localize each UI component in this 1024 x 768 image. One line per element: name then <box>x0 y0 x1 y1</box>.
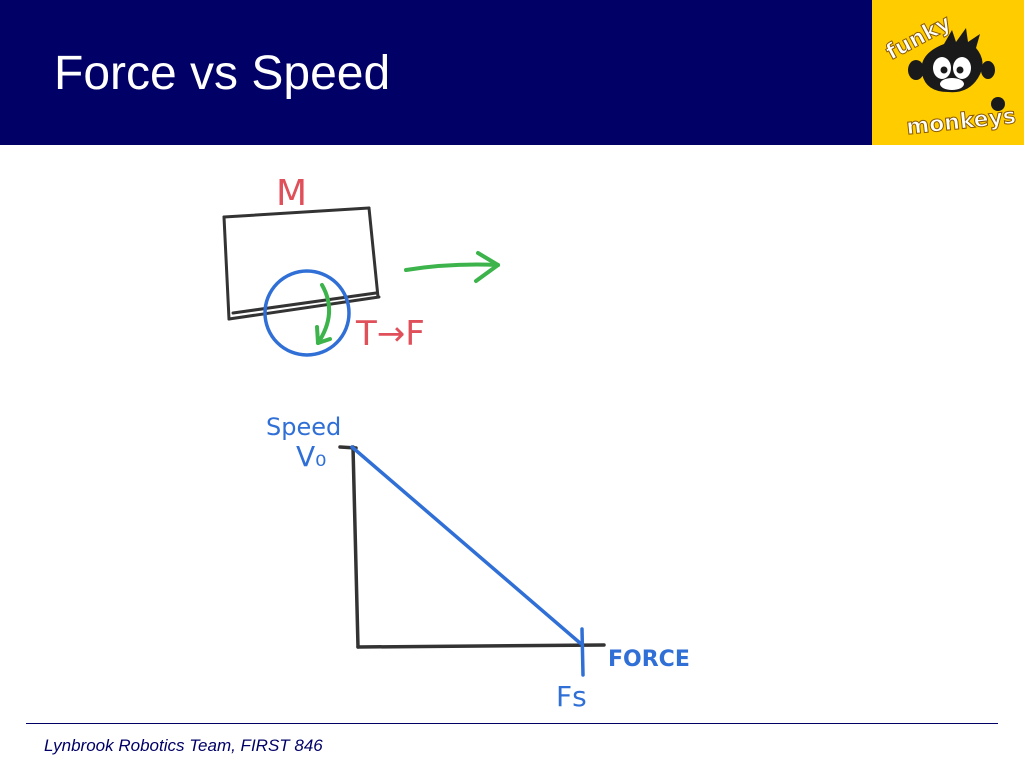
force-speed-diagram: M T→F Speed V₀ FORCE Fs <box>222 173 690 713</box>
logo-word-bottom: monkeys <box>905 104 1017 140</box>
team-logo: funky monkeys <box>872 0 1024 145</box>
torque-force-label: T→F <box>355 314 425 354</box>
force-speed-line <box>350 445 585 677</box>
title-bar: Force vs Speed <box>0 0 872 145</box>
wheel-circle <box>263 269 351 357</box>
motion-arrow <box>404 251 500 283</box>
graph-axes <box>338 445 606 649</box>
monkey-logo-icon: funky monkeys <box>882 10 1018 141</box>
mass-label: M <box>276 173 307 214</box>
rotation-arrow <box>315 283 332 345</box>
x-intercept-label: Fs <box>556 680 587 713</box>
x-axis-label: FORCE <box>608 647 690 672</box>
mass-block <box>222 206 381 321</box>
footer-divider <box>26 723 998 724</box>
y-axis-label: Speed <box>266 413 341 441</box>
slide-title: Force vs Speed <box>54 47 391 100</box>
y-intercept-label: V₀ <box>296 440 326 473</box>
footer-credit: Lynbrook Robotics Team, FIRST 846 <box>44 736 323 755</box>
